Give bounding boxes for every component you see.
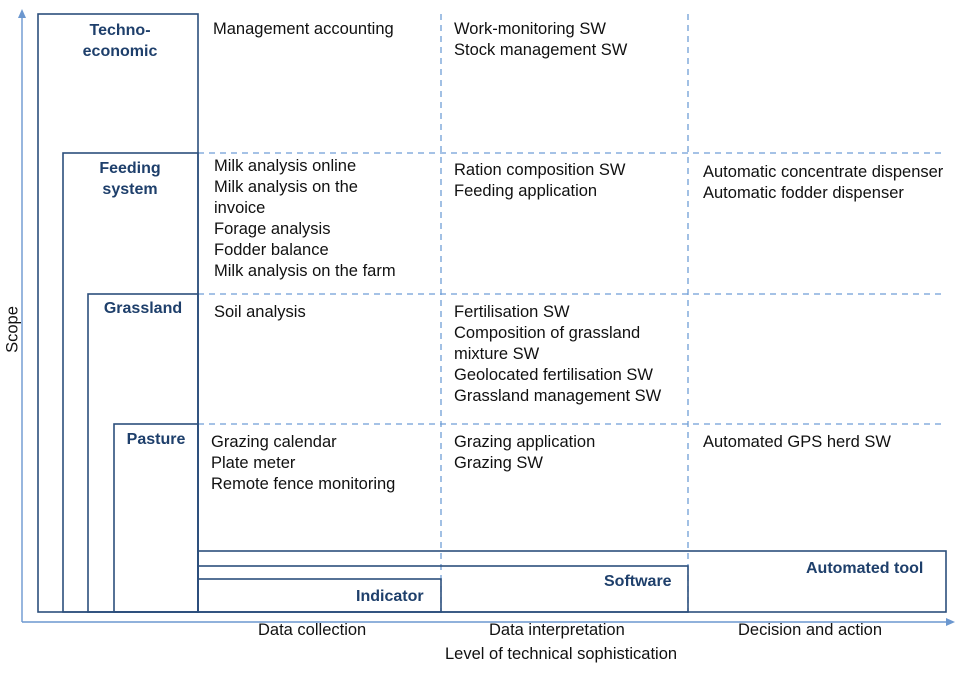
- cell-item: Composition of grassland: [454, 324, 641, 342]
- cell-item: mixture SW: [454, 345, 540, 363]
- cell-techno-data-collection: Management accounting: [213, 19, 394, 40]
- cell-item: Fodder balance: [214, 241, 329, 259]
- tool-title-indicator: Indicator: [356, 588, 424, 605]
- cell-item: Stock management SW: [454, 41, 628, 59]
- cell-item: Fertilisation SW: [454, 303, 570, 321]
- cell-item: invoice: [214, 199, 266, 217]
- scope-box-grassland: [87, 293, 199, 613]
- cell-grassland-data-collection: Soil analysis: [214, 302, 306, 323]
- cell-item: Automated GPS herd SW: [703, 433, 892, 451]
- scope-title-techno-economic: Techno- economic: [82, 22, 158, 60]
- scope-box-pasture: [113, 423, 199, 613]
- cell-item: Automatic fodder dispenser: [703, 184, 904, 202]
- cell-item: Milk analysis online: [214, 157, 357, 175]
- scope-title-pasture: Pasture: [126, 431, 186, 448]
- cell-item: Grazing application: [454, 433, 596, 451]
- cell-item: Geolocated fertilisation SW: [454, 366, 654, 384]
- cell-item: Milk analysis on the: [214, 178, 358, 196]
- cell-grassland-data-interpretation: Fertilisation SW Composition of grassland…: [454, 302, 661, 407]
- cell-item: Plate meter: [211, 454, 296, 472]
- x-axis-column-data-collection: Data collection: [258, 621, 367, 639]
- tool-box-indicator: [197, 578, 442, 613]
- y-axis-label: Scope: [3, 306, 22, 353]
- x-axis-column-decision-action: Decision and action: [738, 621, 883, 639]
- x-axis-column-data-interpretation: Data interpretation: [489, 621, 625, 639]
- cell-item: Feeding application: [454, 182, 598, 200]
- cell-pasture-decision-action: Automated GPS herd SW: [703, 432, 891, 453]
- cell-item: Forage analysis: [214, 220, 331, 238]
- cell-feeding-data-interpretation: Ration composition SW Feeding application: [454, 160, 626, 202]
- cell-item: Grassland management SW: [454, 387, 662, 405]
- cell-item: Ration composition SW: [454, 161, 626, 179]
- scope-box-feeding-system: [62, 152, 199, 613]
- cell-item: Remote fence monitoring: [211, 475, 396, 493]
- scope-title-feeding-system: Feeding system: [99, 160, 161, 198]
- cell-item: Work-monitoring SW: [454, 20, 606, 38]
- cell-item: Milk analysis on the farm: [214, 262, 396, 280]
- scope-title-grassland: Grassland: [103, 300, 183, 317]
- cell-techno-data-interpretation: Work-monitoring SW Stock management SW: [454, 19, 627, 61]
- tool-title-software: Software: [604, 573, 672, 590]
- cell-item: Grazing SW: [454, 454, 543, 472]
- cell-item: Management accounting: [213, 20, 394, 38]
- x-axis-label: Level of technical sophistication: [445, 645, 678, 663]
- tool-title-automated: Automated tool: [806, 560, 924, 577]
- cell-item: Grazing calendar: [211, 433, 337, 451]
- cell-item: Automatic concentrate dispenser: [703, 163, 944, 181]
- cell-item: Soil analysis: [214, 303, 306, 321]
